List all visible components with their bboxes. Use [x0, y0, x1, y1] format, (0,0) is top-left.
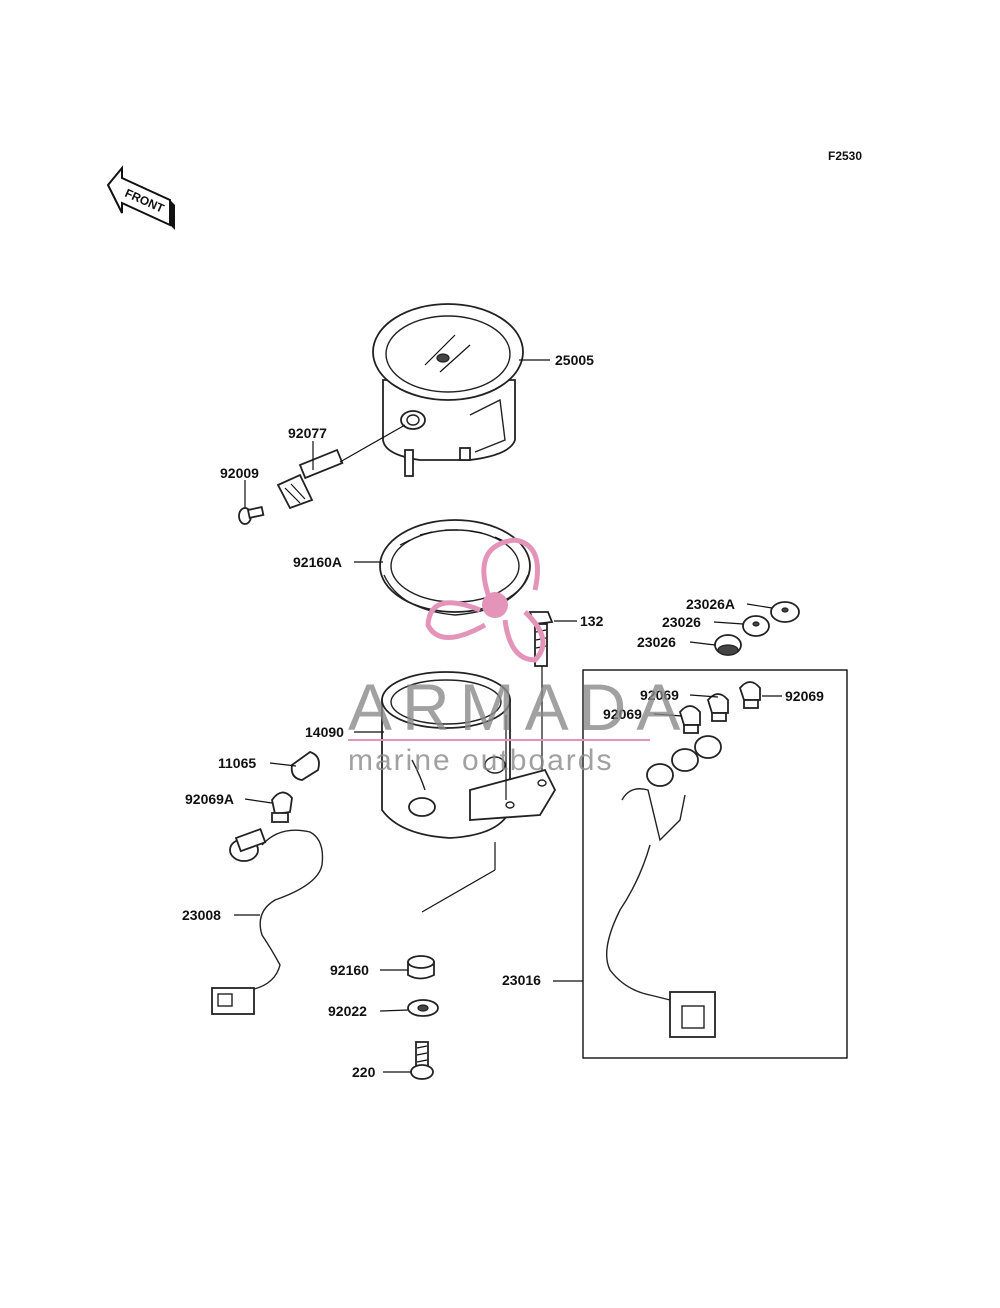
cap-23026-upper — [742, 615, 770, 637]
callout-92069-a: 92069 — [640, 687, 679, 703]
harness-23016-box — [582, 669, 848, 1059]
cap-23026-lower — [714, 634, 742, 656]
callout-92077: 92077 — [288, 425, 327, 441]
cap-23026A — [770, 601, 800, 623]
callout-23026-upper: 23026 — [662, 614, 701, 630]
harness-23008 — [211, 827, 324, 1015]
trip-knob — [276, 424, 406, 510]
callout-92069-c: 92069 — [603, 706, 642, 722]
figure-id: F2530 — [828, 149, 862, 163]
callout-92160A: 92160A — [293, 554, 342, 570]
callout-23016: 23016 — [502, 972, 541, 988]
callout-11065: 11065 — [218, 755, 256, 771]
callout-23026A: 23026A — [686, 596, 735, 612]
callout-23008: 23008 — [182, 907, 221, 923]
meter-case — [381, 671, 557, 913]
cap-11065 — [290, 751, 320, 781]
bolt-220 — [410, 1041, 434, 1080]
callout-92022: 92022 — [328, 1003, 367, 1019]
bulb-92069A — [271, 791, 293, 823]
callout-92069A: 92069A — [185, 791, 234, 807]
screw-92009 — [238, 506, 265, 525]
callout-92160: 92160 — [330, 962, 369, 978]
harness-23016 — [605, 735, 722, 1038]
callout-132: 132 — [580, 613, 604, 629]
propeller-logo-icon — [425, 537, 546, 663]
callout-220: 220 — [352, 1064, 376, 1080]
callout-92009: 92009 — [220, 465, 259, 481]
callout-25005: 25005 — [555, 352, 594, 368]
leader-lines — [234, 359, 782, 1073]
front-arrow-icon: FRONT — [106, 165, 175, 230]
callout-92069-b: 92069 — [785, 688, 824, 704]
callout-23026-lower: 23026 — [637, 634, 676, 650]
grommet-92160 — [407, 955, 435, 980]
callout-14090: 14090 — [305, 724, 344, 740]
watermark-brand: ARMADA — [348, 670, 690, 744]
bulb-92069-a — [678, 705, 701, 734]
washer-92022 — [407, 999, 439, 1017]
bulb-92069-c — [738, 681, 761, 709]
meter-assembly — [372, 303, 524, 477]
watermark-tagline: marine outboards — [348, 744, 613, 777]
bulb-92069-b — [706, 693, 729, 722]
armada-watermark: ARMADA marine outboards — [348, 537, 690, 777]
